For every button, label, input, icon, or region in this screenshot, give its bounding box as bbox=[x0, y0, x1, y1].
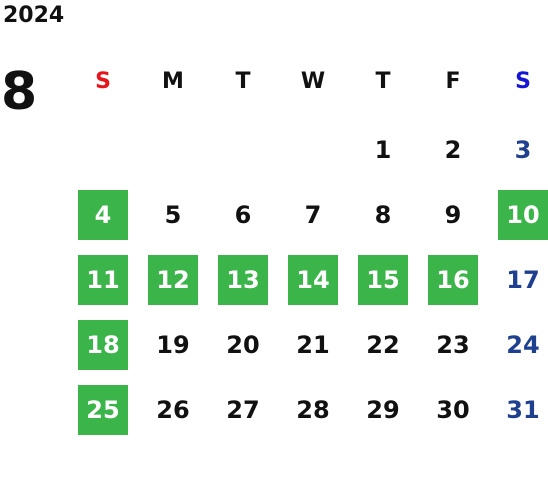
day-number: 8 bbox=[374, 201, 392, 229]
day-number: 13 bbox=[218, 255, 268, 305]
day-number: 18 bbox=[78, 320, 128, 370]
day-cell: 13 bbox=[208, 255, 278, 305]
weekday-sunday: S bbox=[95, 68, 111, 94]
day-number: 21 bbox=[296, 331, 330, 359]
day-cell: 16 bbox=[418, 255, 488, 305]
day-number: 7 bbox=[304, 201, 322, 229]
day-number bbox=[288, 125, 338, 175]
day-cell bbox=[278, 125, 348, 175]
day-cell bbox=[68, 125, 138, 175]
day-number: 12 bbox=[148, 255, 198, 305]
month-label: 8 bbox=[1, 62, 38, 122]
day-cell: 10 bbox=[488, 190, 548, 240]
day-cell bbox=[208, 125, 278, 175]
weekday-friday: F bbox=[445, 68, 461, 94]
day-cell: 20 bbox=[208, 320, 278, 370]
day-cell: 23 bbox=[418, 320, 488, 370]
weekday-tuesday: T bbox=[235, 68, 251, 94]
weekday-thursday: T bbox=[375, 68, 391, 94]
day-cell: 28 bbox=[278, 385, 348, 435]
day-cell: 27 bbox=[208, 385, 278, 435]
day-number: 27 bbox=[226, 396, 260, 424]
day-cell: 12 bbox=[138, 255, 208, 305]
day-cell: 7 bbox=[278, 190, 348, 240]
day-cell: 11 bbox=[68, 255, 138, 305]
day-cell: 19 bbox=[138, 320, 208, 370]
day-number: 14 bbox=[288, 255, 338, 305]
day-number: 23 bbox=[436, 331, 470, 359]
day-number: 16 bbox=[428, 255, 478, 305]
day-cell: 2 bbox=[418, 125, 488, 175]
day-number: 2 bbox=[444, 136, 462, 164]
day-number: 28 bbox=[296, 396, 330, 424]
year-label: 2024 bbox=[3, 3, 65, 28]
day-cell: 6 bbox=[208, 190, 278, 240]
day-cell: 31 bbox=[488, 385, 548, 435]
day-number bbox=[148, 125, 198, 175]
day-number: 17 bbox=[506, 266, 540, 294]
week-row: 25 26 27 28 29 30 31 bbox=[68, 385, 548, 435]
weekday-wednesday: W bbox=[300, 68, 326, 94]
day-cell: 18 bbox=[68, 320, 138, 370]
day-number: 20 bbox=[226, 331, 260, 359]
day-number: 11 bbox=[78, 255, 128, 305]
day-number: 26 bbox=[156, 396, 190, 424]
day-number: 10 bbox=[498, 190, 548, 240]
day-number: 15 bbox=[358, 255, 408, 305]
day-cell: 4 bbox=[68, 190, 138, 240]
day-cell: 15 bbox=[348, 255, 418, 305]
weekday-header: S M T W T F S bbox=[68, 61, 548, 101]
day-cell: 5 bbox=[138, 190, 208, 240]
day-number: 24 bbox=[506, 331, 540, 359]
week-row: 11 12 13 14 15 16 17 bbox=[68, 255, 548, 305]
day-number: 22 bbox=[366, 331, 400, 359]
day-number: 31 bbox=[506, 396, 540, 424]
day-number: 1 bbox=[374, 136, 392, 164]
day-cell: 21 bbox=[278, 320, 348, 370]
day-cell bbox=[138, 125, 208, 175]
day-cell: 25 bbox=[68, 385, 138, 435]
day-cell: 8 bbox=[348, 190, 418, 240]
day-cell: 29 bbox=[348, 385, 418, 435]
day-number: 6 bbox=[234, 201, 252, 229]
weekday-monday: M bbox=[162, 68, 184, 94]
day-cell: 9 bbox=[418, 190, 488, 240]
week-row: 18 19 20 21 22 23 24 bbox=[68, 320, 548, 370]
day-number: 25 bbox=[78, 385, 128, 435]
week-row: 1 2 3 bbox=[68, 125, 548, 175]
day-number: 29 bbox=[366, 396, 400, 424]
day-cell: 17 bbox=[488, 255, 548, 305]
day-cell: 14 bbox=[278, 255, 348, 305]
day-number: 4 bbox=[78, 190, 128, 240]
day-cell: 3 bbox=[488, 125, 548, 175]
day-number bbox=[218, 125, 268, 175]
day-number: 5 bbox=[164, 201, 182, 229]
day-cell: 22 bbox=[348, 320, 418, 370]
day-number: 3 bbox=[514, 136, 532, 164]
day-cell: 1 bbox=[348, 125, 418, 175]
day-number: 19 bbox=[156, 331, 190, 359]
day-cell: 30 bbox=[418, 385, 488, 435]
weekday-saturday: S bbox=[515, 68, 531, 94]
day-cell: 24 bbox=[488, 320, 548, 370]
day-number: 30 bbox=[436, 396, 470, 424]
day-cell: 26 bbox=[138, 385, 208, 435]
week-row: 4 5 6 7 8 9 10 bbox=[68, 190, 548, 240]
day-number bbox=[78, 125, 128, 175]
day-number: 9 bbox=[444, 201, 462, 229]
